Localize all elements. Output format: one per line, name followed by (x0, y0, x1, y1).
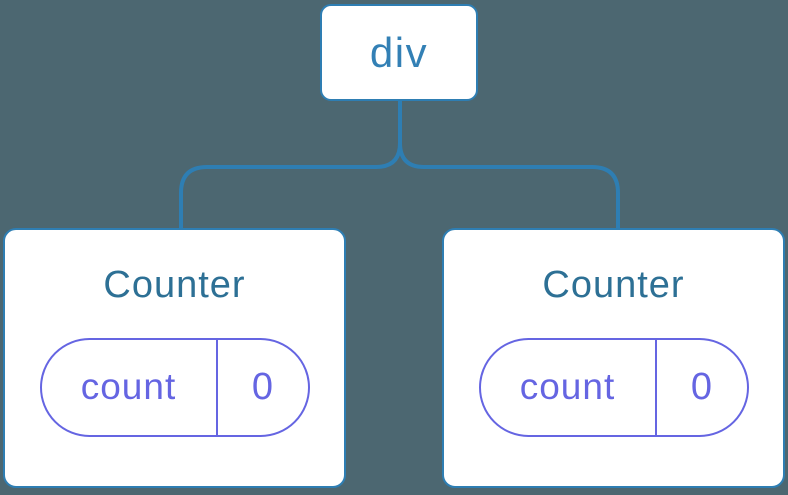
root-node-card: div (320, 4, 478, 101)
counter-title: Counter (542, 264, 685, 306)
state-pill: count 0 (39, 337, 310, 437)
root-node-label: div (369, 28, 429, 76)
counter-card-left: Counter count 0 (3, 228, 346, 488)
state-key-label: count (42, 339, 218, 435)
state-pill: count 0 (478, 337, 749, 437)
state-value: 0 (690, 365, 713, 408)
counter-card-right: Counter count 0 (442, 228, 785, 488)
branch-line-left (179, 101, 402, 228)
state-key-label: count (481, 339, 657, 435)
branch-line-right (398, 101, 620, 228)
counter-title: Counter (103, 264, 246, 306)
state-value: 0 (251, 365, 274, 408)
